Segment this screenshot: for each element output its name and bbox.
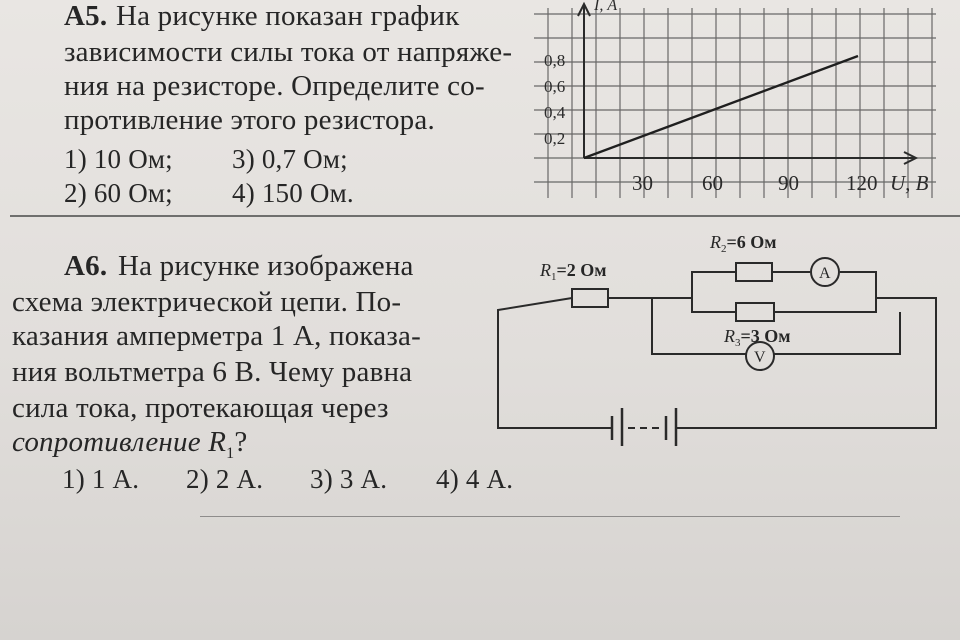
graph-grid xyxy=(534,8,936,198)
a6-line-6-text: сопротивление R xyxy=(12,426,227,458)
resistor-r1 xyxy=(571,288,609,308)
a5-line-2: зависимости силы тока от напряже- xyxy=(64,36,513,68)
voltmeter-icon xyxy=(745,341,775,371)
voltmeter-label: V xyxy=(754,349,766,366)
r3-label: R3=3 Ом xyxy=(723,326,791,349)
wire-voltmeter-right xyxy=(774,312,901,355)
a6-line-4: ния вольтметра 6 В. Чему равна xyxy=(12,356,413,388)
bottom-divider xyxy=(200,516,900,517)
wire-branch-bottom-right xyxy=(774,298,877,313)
wire-left-top xyxy=(497,297,612,429)
r3-symbol: R xyxy=(723,326,735,346)
wire-branch-bottom-left xyxy=(691,298,736,313)
r3-sub: 3 xyxy=(735,337,741,349)
resistor-r3 xyxy=(735,302,775,322)
a5-option-3: 3) 0,7 Ом; xyxy=(232,144,348,174)
a6-line-6-end: ? xyxy=(234,426,248,458)
x-axis-label: U, В xyxy=(890,171,929,195)
y-tick-0-8: 0,8 xyxy=(544,51,565,70)
a6-option-4: 4) 4 А. xyxy=(436,464,514,494)
r1-sub: 1 xyxy=(551,271,557,283)
section-divider xyxy=(10,215,960,217)
y-tick-0-6: 0,6 xyxy=(544,77,565,96)
a6-line-1: На рисунке изображена xyxy=(118,250,414,282)
a5-line-1: На рисунке показан график xyxy=(116,0,460,32)
a6-option-3: 3) 3 А. xyxy=(310,464,388,494)
r3-value: =3 Ом xyxy=(741,326,791,346)
r2-symbol: R xyxy=(709,232,721,252)
a5-option-1: 1) 10 Ом; xyxy=(64,144,173,174)
x-tick-30: 30 xyxy=(632,171,653,195)
x-tick-90: 90 xyxy=(778,171,799,195)
wire-right-bottom xyxy=(676,297,937,429)
a6-option-2: 2) 2 А. xyxy=(186,464,264,494)
a5-line-4: противление этого резистора. xyxy=(64,104,435,136)
y-tick-0-4: 0,4 xyxy=(544,103,566,122)
a6-option-1: 1) 1 А. xyxy=(62,464,140,494)
y-tick-0-2: 0,2 xyxy=(544,129,565,148)
a6-line-6-sub: 1 xyxy=(226,444,235,462)
r1-symbol: R xyxy=(539,260,551,280)
a5-option-2: 2) 60 Ом; xyxy=(64,178,173,208)
a6-line-6: сопротивление R1? xyxy=(12,428,247,462)
y-axis-arrow xyxy=(577,1,591,17)
r1-label: R1=2 Ом xyxy=(539,260,607,283)
x-axis-arrow xyxy=(903,151,919,165)
y-axis-label: I, А xyxy=(593,0,617,14)
a5-number: А5. xyxy=(64,0,108,32)
x-tick-60: 60 xyxy=(702,171,723,195)
current-voltage-line xyxy=(583,54,859,160)
a6-line-3: казания амперметра 1 А, показа- xyxy=(12,320,421,352)
r2-sub: 2 xyxy=(721,243,727,255)
a6-line-2: схема электрической цепи. По- xyxy=(12,286,402,318)
wire-voltmeter-left xyxy=(651,298,746,355)
a6-line-5: сила тока, протекающая через xyxy=(12,392,389,424)
a5-line-3: ния на резисторе. Определите со- xyxy=(64,70,485,102)
r2-value: =6 Ом xyxy=(727,232,777,252)
a6-number: А6. xyxy=(64,250,108,282)
r2-label: R2=6 Ом xyxy=(709,232,777,255)
a5-option-4: 4) 150 Ом. xyxy=(232,178,354,208)
x-tick-120: 120 xyxy=(846,171,878,195)
wire-branch-top-left xyxy=(691,271,736,298)
wire-branch-top-right xyxy=(840,271,877,298)
ammeter-icon xyxy=(810,257,840,287)
ammeter-label: A xyxy=(819,265,831,282)
graph-axes xyxy=(577,1,919,165)
resistor-r2 xyxy=(735,262,773,282)
r1-value: =2 Ом xyxy=(557,260,607,280)
